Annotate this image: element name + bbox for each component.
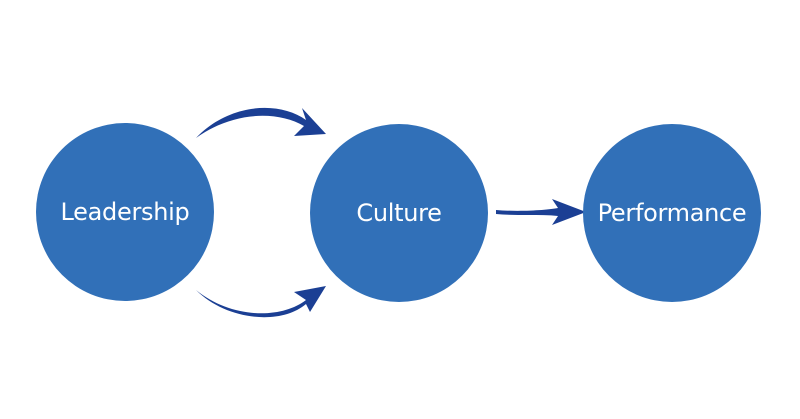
node-culture: Culture [310, 124, 488, 302]
node-culture-label: Culture [356, 199, 442, 227]
arrow-leadership-to-culture-bottom [196, 286, 326, 318]
node-leadership-label: Leadership [60, 198, 190, 226]
node-performance-label: Performance [597, 199, 747, 227]
node-performance: Performance [583, 124, 761, 302]
arrow-culture-to-performance [496, 199, 586, 225]
node-leadership: Leadership [36, 123, 214, 301]
arrow-leadership-to-culture-top [196, 107, 326, 138]
